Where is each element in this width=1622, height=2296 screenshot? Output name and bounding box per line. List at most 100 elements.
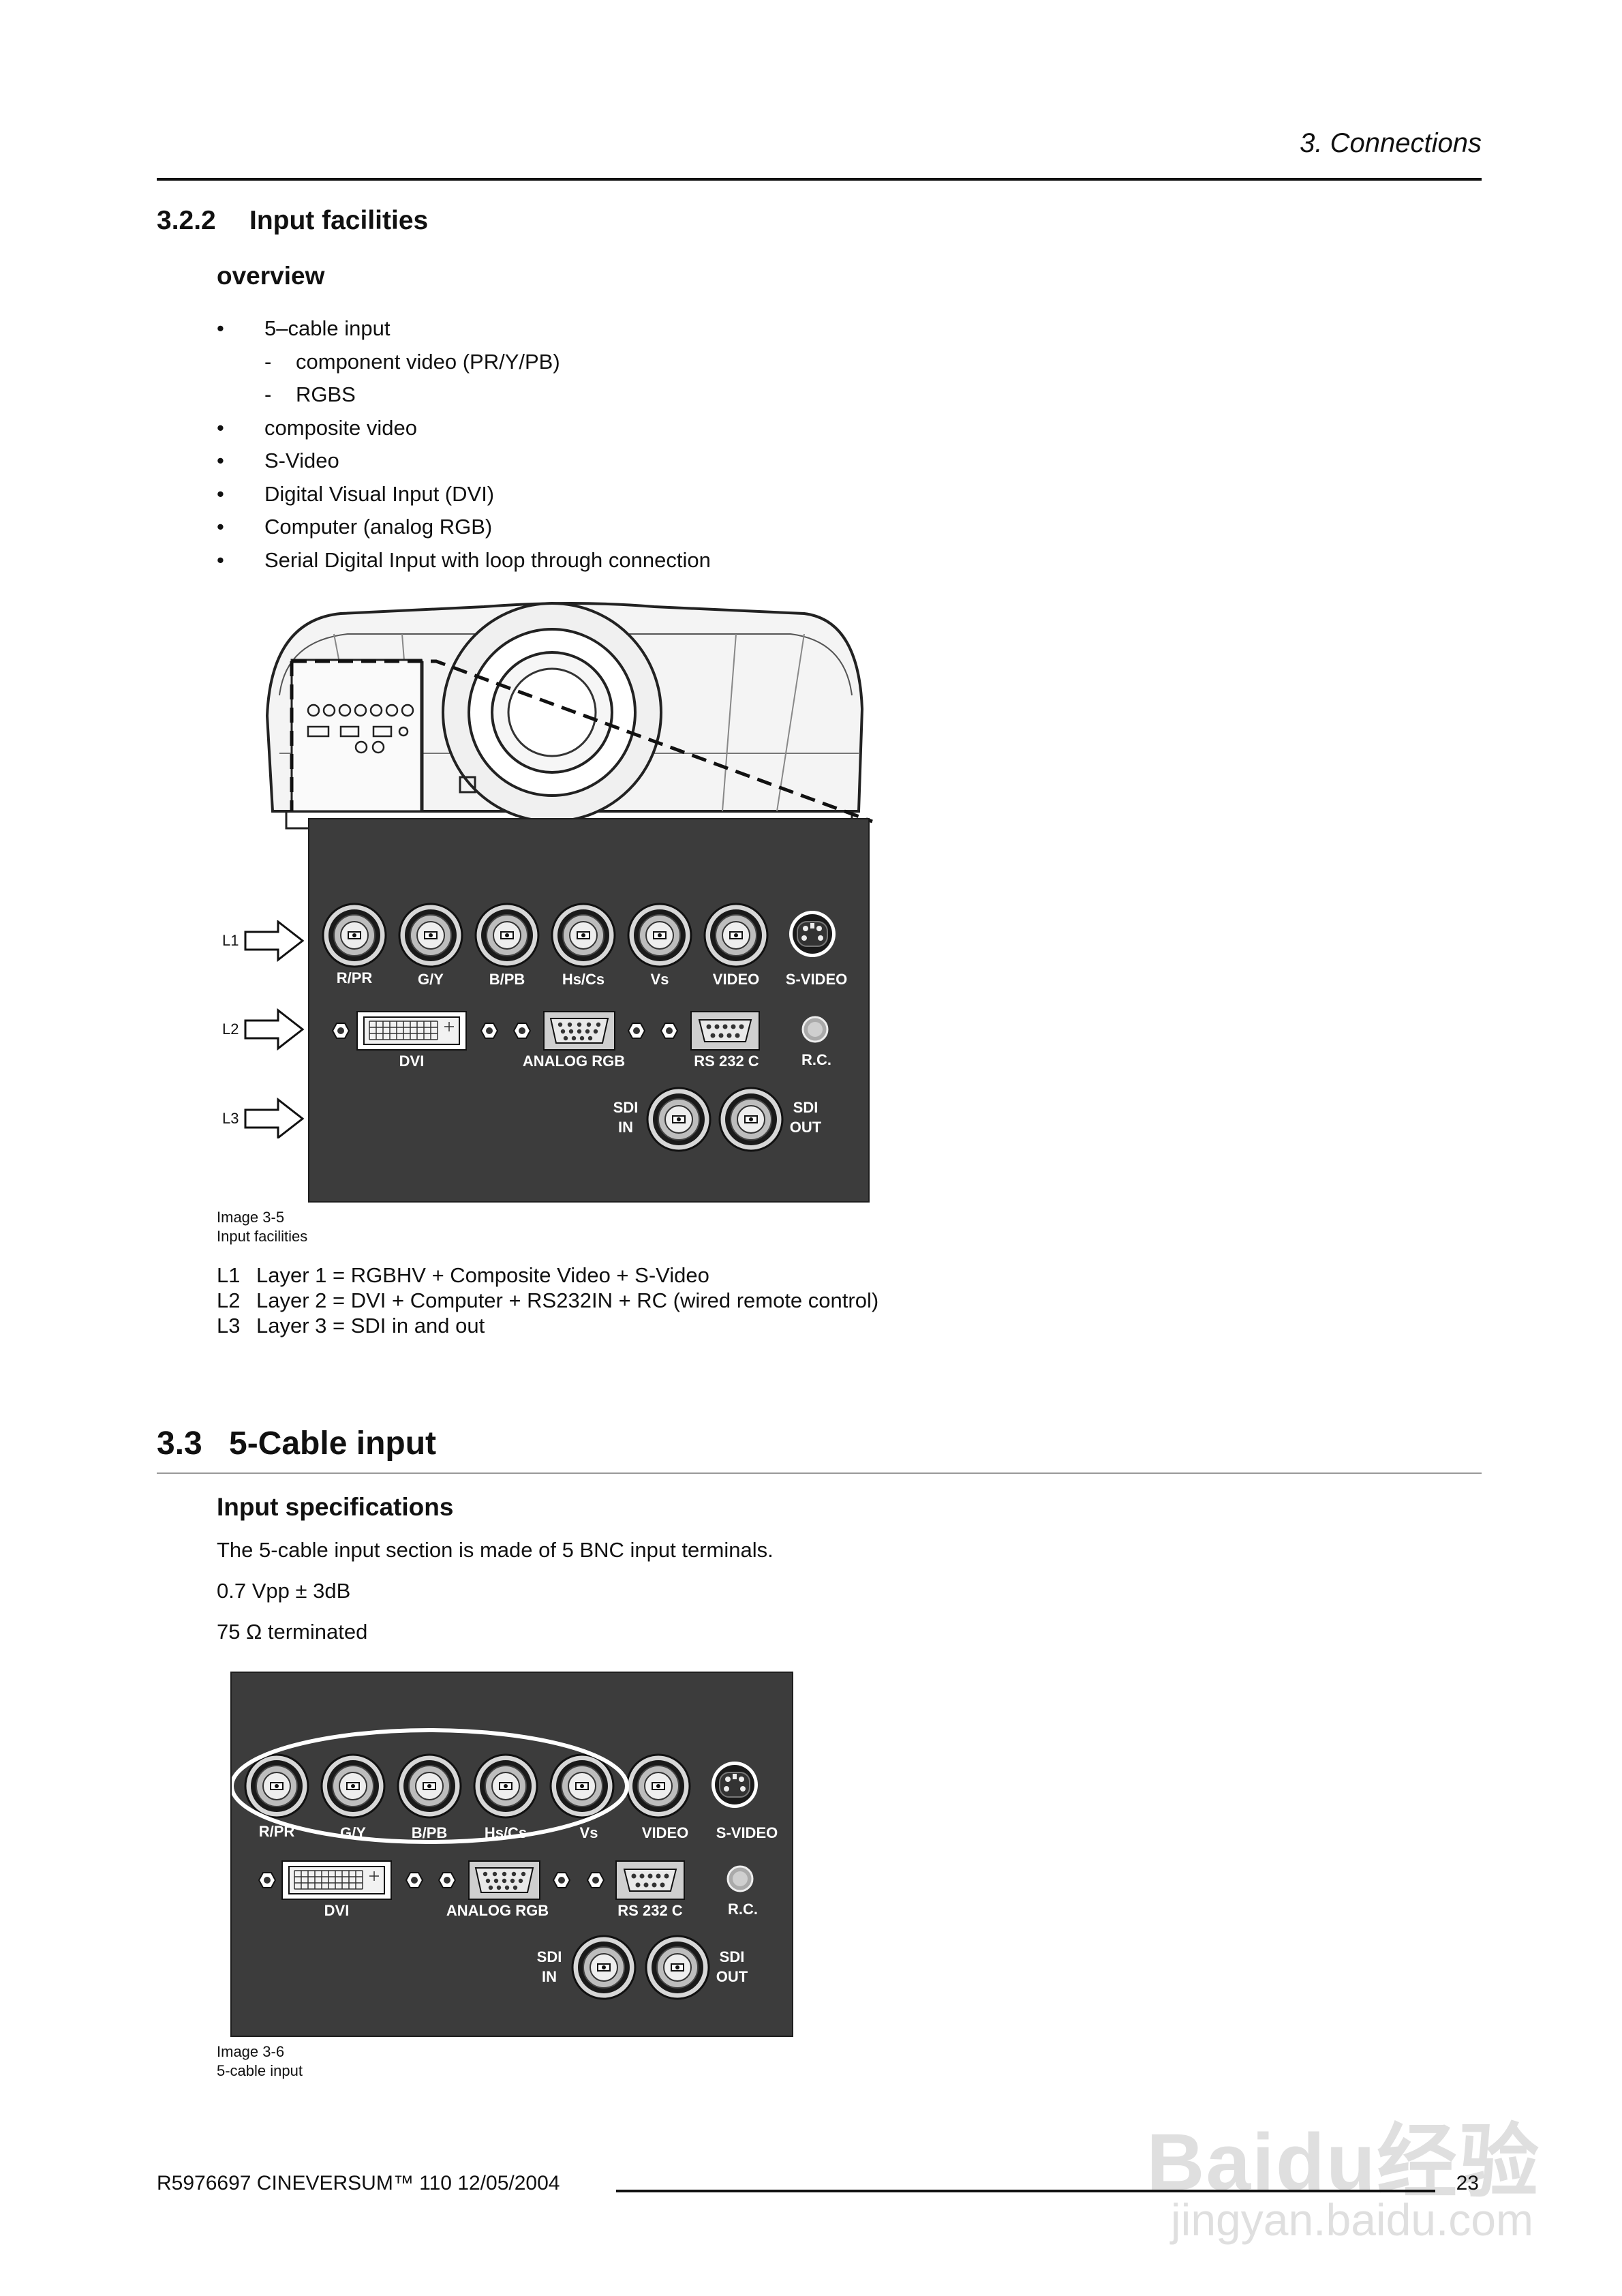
dvi-connector-icon <box>281 1860 392 1900</box>
connector-label: RS 232 C <box>694 1053 759 1070</box>
overview-heading: overview <box>217 262 325 290</box>
vga-connector-icon <box>543 1011 615 1051</box>
figure-caption: Image 3-5 Input facilities <box>217 1208 307 1246</box>
bnc-connector-icon <box>397 1753 462 1819</box>
arrow-right-icon <box>244 920 305 963</box>
connector-label: VIDEO <box>642 1824 688 1841</box>
hex-nut-icon <box>406 1872 423 1888</box>
hex-nut-icon <box>438 1872 456 1888</box>
serial-connector-icon <box>615 1860 685 1900</box>
remote-jack-icon <box>726 1865 754 1892</box>
bnc-connector-icon <box>322 903 387 968</box>
layer-arrows <box>244 920 305 1138</box>
connector-label: G/Y <box>340 1824 366 1841</box>
bnc-connector-icon <box>474 903 540 968</box>
bnc-connector-icon <box>645 1935 710 2000</box>
hex-nut-icon <box>258 1872 276 1888</box>
sdi-in-label: SDI <box>537 1948 562 1965</box>
highlight-ellipse <box>232 1728 629 1844</box>
vga-connector-icon <box>468 1860 540 1900</box>
hex-nut-icon <box>660 1023 678 1039</box>
hex-nut-icon <box>332 1023 350 1039</box>
svideo-connector-icon <box>711 1761 759 1809</box>
bnc-connector-icon <box>627 903 692 968</box>
bnc-connector-icon <box>549 1753 615 1819</box>
connector-panel-full: R/PR G/Y B/PB Hs/Cs Vs VIDEO S-VIDEO DVI… <box>308 818 870 1203</box>
projector-illustration <box>265 602 873 830</box>
hex-nut-icon <box>587 1872 605 1888</box>
figure-caption: Image 3-6 5-cable input <box>217 2042 303 2081</box>
hex-nut-icon <box>553 1872 570 1888</box>
specs-heading: Input specifications <box>217 1493 454 1521</box>
connector-label: Hs/Cs <box>562 971 605 988</box>
watermark-logo: Baidu经验 <box>1146 2117 1540 2207</box>
connector-label: R/PR <box>259 1823 295 1840</box>
connector-label: ANALOG RGB <box>523 1053 625 1070</box>
layer-label-l2: L2 <box>222 1021 239 1038</box>
layer-label-l1: L1 <box>222 932 239 949</box>
connector-label: R.C. <box>728 1901 758 1918</box>
section-number: 3.2.2 <box>157 206 216 235</box>
connector-label: R.C. <box>801 1051 831 1068</box>
connector-label: Hs/Cs <box>485 1824 527 1841</box>
serial-connector-icon <box>690 1011 760 1051</box>
remote-jack-icon <box>801 1016 829 1043</box>
sdi-in-label: IN <box>618 1119 633 1136</box>
paragraph: 0.7 Vpp ± 3dB <box>217 1579 351 1603</box>
caption-number: Image 3-6 <box>217 2043 285 2060</box>
watermark-url: jingyan.baidu.com <box>1171 2194 1533 2245</box>
bnc-connector-icon <box>320 1753 386 1819</box>
sdi-out-label: OUT <box>716 1968 748 1985</box>
bnc-connector-icon <box>718 1087 784 1152</box>
connector-label: DVI <box>324 1902 350 1919</box>
sdi-out-label: SDI <box>793 1099 818 1116</box>
connector-label: RS 232 C <box>617 1902 682 1919</box>
dvi-connector-icon <box>356 1011 467 1051</box>
sdi-in-label: SDI <box>613 1099 639 1116</box>
footer-rule <box>616 2190 1435 2192</box>
section-rule <box>157 1472 1482 1474</box>
hex-nut-icon <box>513 1023 531 1039</box>
connector-label: S-VIDEO <box>786 971 847 988</box>
arrow-right-icon <box>244 1097 305 1138</box>
connector-label: Vs <box>651 971 669 988</box>
svideo-connector-icon <box>789 910 836 958</box>
caption-text: Input facilities <box>217 1228 308 1245</box>
connector-label: DVI <box>399 1053 425 1070</box>
connector-label: B/PB <box>489 971 525 988</box>
sdi-out-label: SDI <box>720 1948 745 1965</box>
header-rule <box>157 178 1482 181</box>
bnc-connector-icon <box>244 1753 309 1819</box>
layer-label-l3: L3 <box>222 1110 239 1127</box>
section-title: 5-Cable input <box>229 1425 437 1462</box>
connector-label: VIDEO <box>713 971 759 988</box>
arrow-right-icon <box>244 1008 305 1051</box>
caption-number: Image 3-5 <box>217 1209 285 1226</box>
connector-label: ANALOG RGB <box>446 1902 549 1919</box>
connector-panel-5cable: R/PR G/Y B/PB Hs/Cs Vs VIDEO S-VIDEO DVI… <box>230 1672 793 2037</box>
paragraph: 75 Ω terminated <box>217 1620 368 1644</box>
connector-label: S-VIDEO <box>716 1824 778 1841</box>
section-title: Input facilities <box>249 206 429 235</box>
bnc-connector-icon <box>398 903 463 968</box>
bnc-connector-icon <box>473 1753 538 1819</box>
page-number: 23 <box>1456 2172 1479 2194</box>
connector-label: R/PR <box>337 969 373 986</box>
section-number: 3.3 <box>157 1425 202 1462</box>
bnc-connector-icon <box>551 903 616 968</box>
bnc-connector-icon <box>703 903 769 968</box>
connector-label: Vs <box>580 1824 598 1841</box>
bnc-connector-icon <box>646 1087 711 1152</box>
chapter-header: 3. Connections <box>1300 128 1482 158</box>
footer-text: R5976697 CINEVERSUM™ 110 12/05/2004 <box>157 2172 560 2194</box>
bnc-connector-icon <box>571 1935 637 2000</box>
hex-nut-icon <box>480 1023 498 1039</box>
connector-label: G/Y <box>418 971 444 988</box>
hex-nut-icon <box>628 1023 645 1039</box>
sdi-in-label: IN <box>542 1968 557 1985</box>
caption-text: 5-cable input <box>217 2062 303 2079</box>
sdi-out-label: OUT <box>790 1119 822 1136</box>
